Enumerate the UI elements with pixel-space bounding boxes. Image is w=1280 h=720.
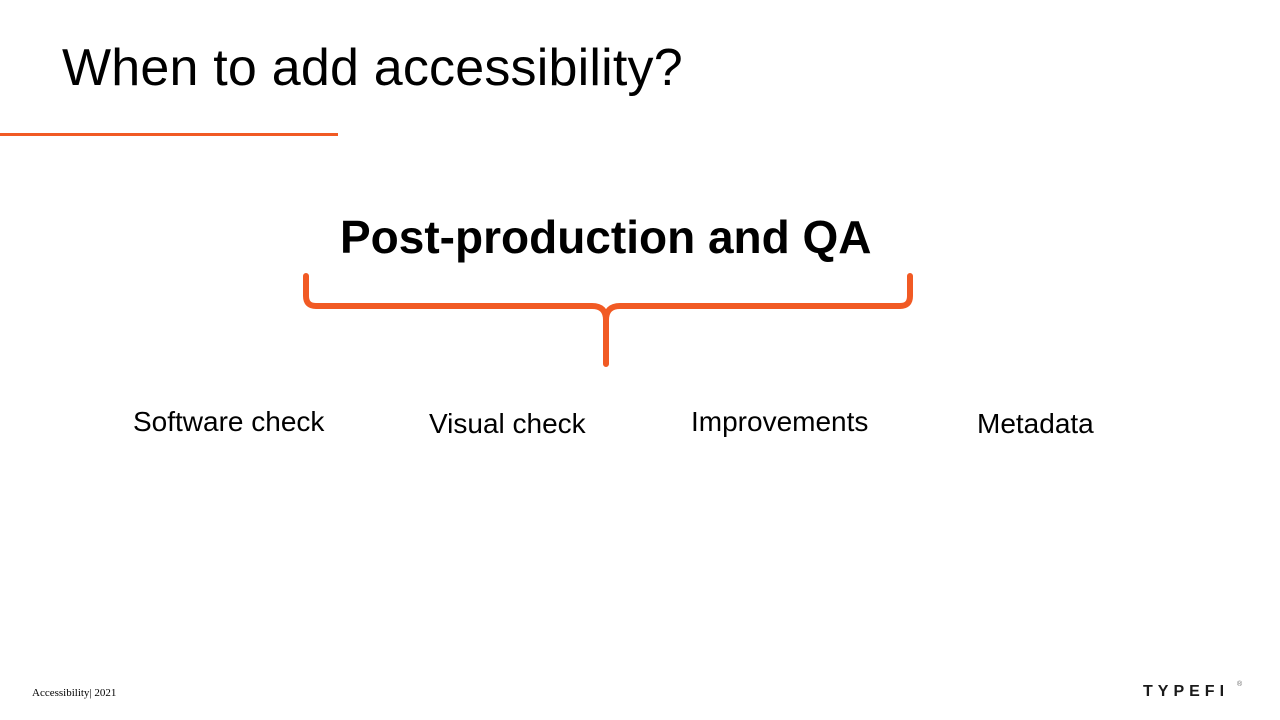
item-metadata: Metadata	[977, 408, 1094, 439]
brace-shape	[303, 273, 913, 367]
typefi-logo: TYPEFI	[1143, 683, 1230, 700]
slide-title: When to add accessibility?	[62, 39, 683, 97]
footer-text: Accessibility| 2021	[32, 687, 117, 699]
item-software-check: Software check	[133, 406, 325, 437]
item-visual-check: Visual check	[429, 408, 586, 439]
registered-mark: ®	[1237, 681, 1243, 688]
item-improvements: Improvements	[691, 406, 869, 437]
phase-heading: Post-production and QA	[340, 211, 872, 263]
title-underline-rule	[0, 133, 338, 136]
grouping-brace	[303, 273, 913, 367]
